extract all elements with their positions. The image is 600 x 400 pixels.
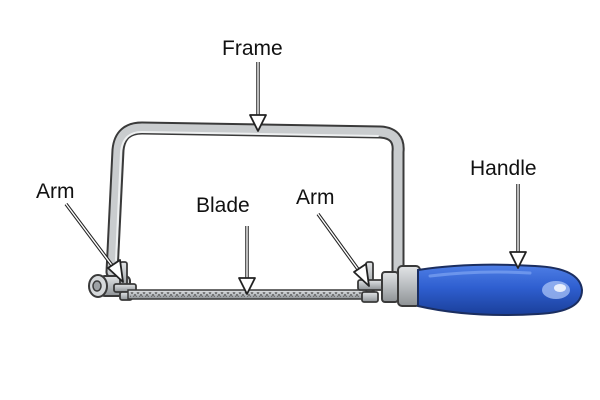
arm-left-label: Arm: [36, 180, 75, 203]
handle-pointer-arrow: [509, 184, 527, 269]
arm-right-label: Arm: [296, 186, 335, 209]
saw-blade: [127, 289, 375, 300]
handle-label: Handle: [470, 157, 537, 180]
handle-ferrule: [381, 265, 421, 307]
arm-left-pointer-arrow: [64, 202, 124, 283]
blade-label: Blade: [196, 194, 250, 217]
saw-handle: [417, 263, 584, 316]
frame-pointer-arrow: [249, 62, 267, 132]
arm-right-pointer-arrow: [316, 212, 370, 287]
frame-label: Frame: [222, 37, 283, 60]
saw-frame: [105, 121, 405, 295]
blade-pointer-arrow: [238, 226, 256, 295]
